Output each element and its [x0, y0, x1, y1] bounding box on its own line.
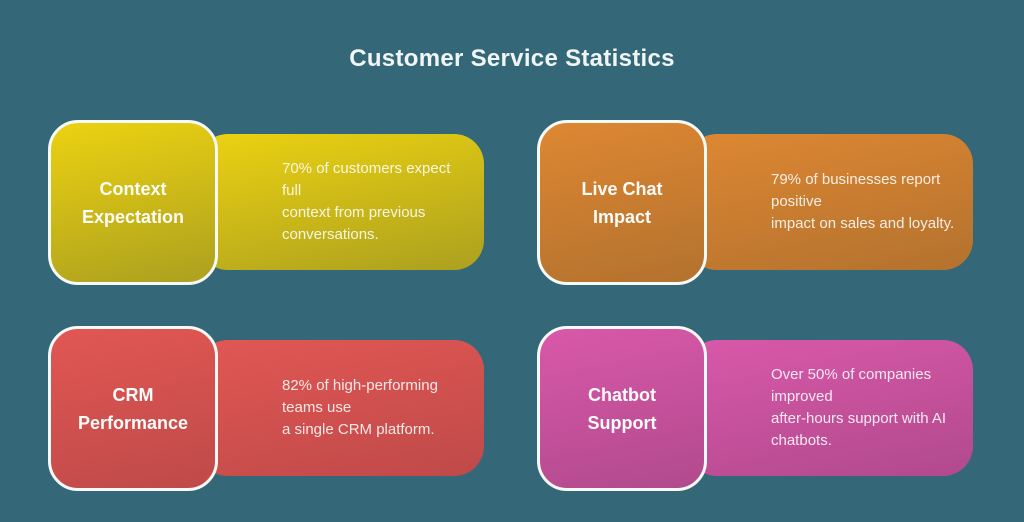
card-description: 70% of customers expect full context fro…	[282, 160, 451, 243]
stat-card-chatbot-support: Over 50% of companies improved after-hou…	[537, 326, 973, 491]
card-label: Live Chat Impact	[581, 178, 663, 227]
card-description-box: Over 50% of companies improved after-hou…	[687, 340, 973, 476]
card-label: CRM Performance	[77, 384, 189, 433]
cards-grid: 70% of customers expect full context fro…	[48, 120, 973, 491]
card-label: Context Expectation	[81, 178, 185, 227]
card-label-box: Context Expectation	[48, 120, 218, 285]
card-label-box: CRM Performance	[48, 326, 218, 491]
card-label-box: Live Chat Impact	[537, 120, 707, 285]
stat-card-context-expectation: 70% of customers expect full context fro…	[48, 120, 484, 285]
stat-card-crm-performance: 82% of high-performing teams use a singl…	[48, 326, 484, 491]
card-label: Chatbot Support	[587, 384, 657, 433]
card-description-box: 70% of customers expect full context fro…	[198, 134, 484, 270]
card-description: Over 50% of companies improved after-hou…	[771, 366, 947, 449]
card-label-box: Chatbot Support	[537, 326, 707, 491]
card-description: 82% of high-performing teams use a singl…	[282, 377, 438, 438]
card-description-box: 82% of high-performing teams use a singl…	[198, 340, 484, 476]
card-description: 79% of businesses report positive impact…	[771, 171, 955, 232]
page-title: Customer Service Statistics	[349, 45, 675, 73]
card-description-box: 79% of businesses report positive impact…	[687, 134, 973, 270]
stat-card-live-chat-impact: 79% of businesses report positive impact…	[537, 120, 973, 285]
